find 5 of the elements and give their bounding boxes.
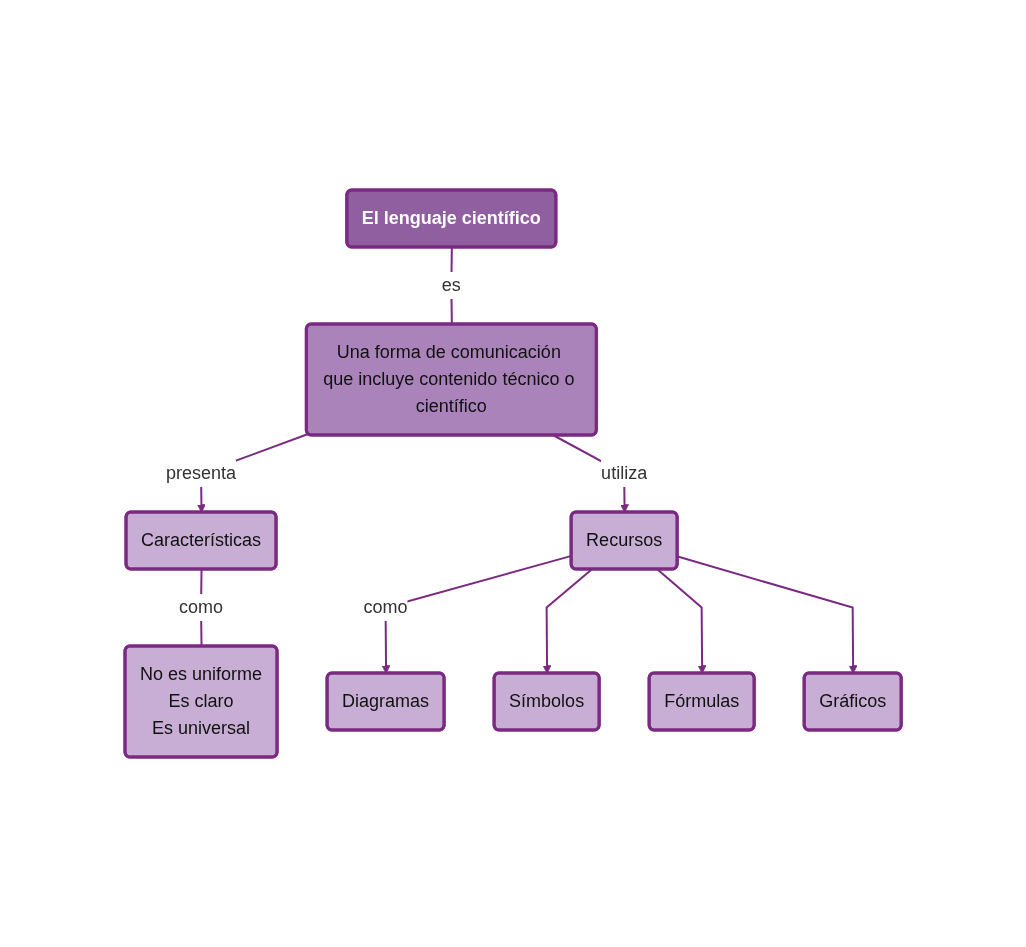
edge-label: es — [441, 275, 461, 295]
edge-label: utiliza — [601, 463, 648, 483]
edge-label: como — [363, 597, 408, 617]
edge-label: como — [178, 597, 223, 617]
edge-label: presenta — [165, 463, 236, 483]
